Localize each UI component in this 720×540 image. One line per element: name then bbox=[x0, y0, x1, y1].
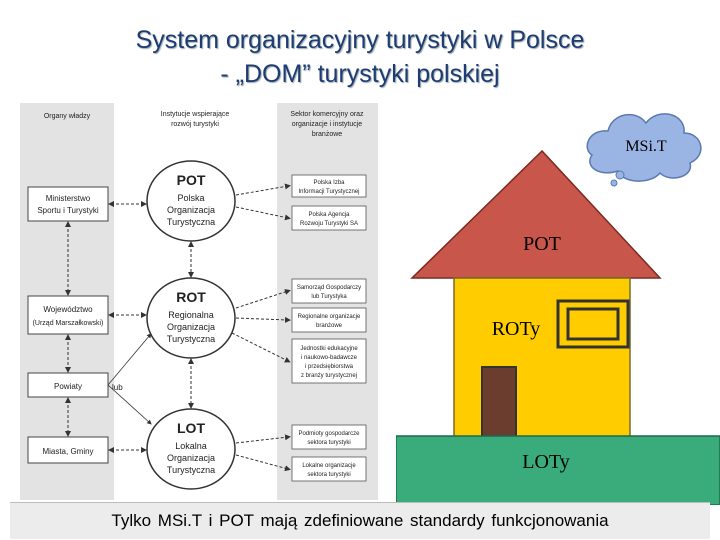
sector-box-1: Polska Izba Informacji Turystycznej bbox=[291, 174, 367, 198]
svg-text:i naukowo-badawcze: i naukowo-badawcze bbox=[301, 355, 358, 361]
svg-text:sektora turystyki: sektora turystyki bbox=[307, 472, 350, 478]
gov-box-cities: Miasta, Gminy bbox=[27, 436, 109, 464]
sector-box-3: Samorząd Gospodarczy lub Turystyka bbox=[291, 278, 367, 304]
sector-box-4: Regionalne organizacje branżowe bbox=[291, 307, 367, 333]
svg-text:Ministerstwo: Ministerstwo bbox=[46, 194, 91, 203]
house-window bbox=[556, 299, 630, 349]
lub-label: lub bbox=[112, 383, 123, 392]
svg-text:Regionalna: Regionalna bbox=[168, 310, 214, 320]
svg-text:Jednostki edukacyjne: Jednostki edukacyjne bbox=[300, 346, 358, 352]
svg-text:Województwo: Województwo bbox=[43, 305, 93, 314]
roof-label: POT bbox=[523, 233, 561, 255]
wall-label: ROTy bbox=[492, 318, 541, 340]
svg-text:Organizacja: Organizacja bbox=[167, 453, 215, 463]
svg-text:Rozwoju Turystyki SA: Rozwoju Turystyki SA bbox=[300, 221, 358, 227]
svg-text:Turystyczna: Turystyczna bbox=[167, 465, 215, 475]
sector-box-5: Jednostki edukacyjne i naukowo-badawcze … bbox=[291, 338, 367, 384]
svg-text:sektora turystyki: sektora turystyki bbox=[307, 440, 350, 446]
sector-box-2: Polska Agencja Rozwoju Turystyki SA bbox=[291, 205, 367, 231]
svg-text:Informacji Turystycznej: Informacji Turystycznej bbox=[298, 189, 359, 195]
header-government: Organy władzy bbox=[44, 113, 91, 120]
svg-text:(Urząd Marszałkowski): (Urząd Marszałkowski) bbox=[33, 320, 104, 327]
svg-text:z branży turystycznej: z branży turystycznej bbox=[301, 373, 357, 379]
svg-text:Turystyczna: Turystyczna bbox=[167, 334, 215, 344]
svg-text:Miasta, Gminy: Miasta, Gminy bbox=[42, 447, 93, 456]
svg-text:Samorząd Gospodarczy: Samorząd Gospodarczy bbox=[297, 285, 361, 291]
circle-lot: LOT Lokalna Organizacja Turystyczna bbox=[146, 408, 236, 490]
svg-text:Sportu i Turystyki: Sportu i Turystyki bbox=[37, 206, 99, 215]
organization-diagram: Organy władzy Instytucje wspierające roz… bbox=[20, 103, 378, 500]
svg-text:ROT: ROT bbox=[176, 289, 206, 305]
svg-text:i przedsiębiorstwa: i przedsiębiorstwa bbox=[305, 364, 354, 370]
svg-text:lub Turystyka: lub Turystyka bbox=[311, 294, 347, 300]
cloud-msit: MSi.T bbox=[586, 113, 702, 182]
circle-pot: POT Polska Organizacja Turystyczna bbox=[146, 160, 236, 242]
slide-subtitle: - „DOM” turystyki polskiej bbox=[220, 60, 500, 88]
house-illustration: MSi.T POT ROTy LOTy bbox=[396, 113, 720, 505]
circle-rot: ROT Regionalna Organizacja Turystyczna bbox=[146, 277, 236, 359]
gov-box-voivodeship: Województwo (Urząd Marszałkowski) bbox=[27, 295, 109, 335]
footer-text: Tylko MSi.T i POT mają zdefiniowane stan… bbox=[111, 511, 609, 530]
base-label: LOTy bbox=[522, 451, 569, 473]
slide-title: System organizacyjny turystyki w Polsce bbox=[135, 26, 585, 54]
header-support-1: Instytucje wspierające bbox=[161, 111, 230, 118]
header-support-2: rozwój turystyki bbox=[171, 121, 219, 128]
footer-banner: Tylko MSi.T i POT mają zdefiniowane stan… bbox=[10, 502, 710, 539]
sector-box-7: Lokalne organizacje sektora turystyki bbox=[291, 456, 367, 482]
house-base bbox=[396, 435, 720, 505]
sector-box-6: Podmioty gospodarcze sektora turystyki bbox=[291, 424, 367, 450]
svg-text:Turystyczna: Turystyczna bbox=[167, 217, 215, 227]
svg-text:Polska Izba: Polska Izba bbox=[313, 180, 345, 186]
header-sector-3: branżowe bbox=[312, 131, 342, 138]
svg-text:Lokalne organizacje: Lokalne organizacje bbox=[302, 463, 356, 469]
svg-text:LOT: LOT bbox=[177, 420, 205, 436]
svg-text:Powiaty: Powiaty bbox=[54, 382, 82, 391]
gov-box-ministry: Ministerstwo Sportu i Turystyki bbox=[27, 186, 109, 222]
header-sector-1: Sektor komercyjny oraz bbox=[290, 111, 364, 118]
svg-text:Lokalna: Lokalna bbox=[175, 441, 207, 451]
svg-text:branżowe: branżowe bbox=[316, 323, 343, 329]
svg-text:Regionalne organizacje: Regionalne organizacje bbox=[298, 314, 361, 320]
svg-text:Podmioty gospodarcze: Podmioty gospodarcze bbox=[298, 431, 360, 437]
svg-text:POT: POT bbox=[177, 172, 206, 188]
cloud-label: MSi.T bbox=[625, 138, 667, 155]
svg-text:Organizacja: Organizacja bbox=[167, 205, 215, 215]
header-sector-2: organizacje i instytucje bbox=[292, 121, 363, 128]
house-door bbox=[481, 366, 517, 440]
gov-box-districts: Powiaty bbox=[27, 372, 109, 398]
svg-text:Polska Agencja: Polska Agencja bbox=[308, 212, 350, 218]
svg-text:Organizacja: Organizacja bbox=[167, 322, 215, 332]
svg-text:Polska: Polska bbox=[177, 193, 204, 203]
